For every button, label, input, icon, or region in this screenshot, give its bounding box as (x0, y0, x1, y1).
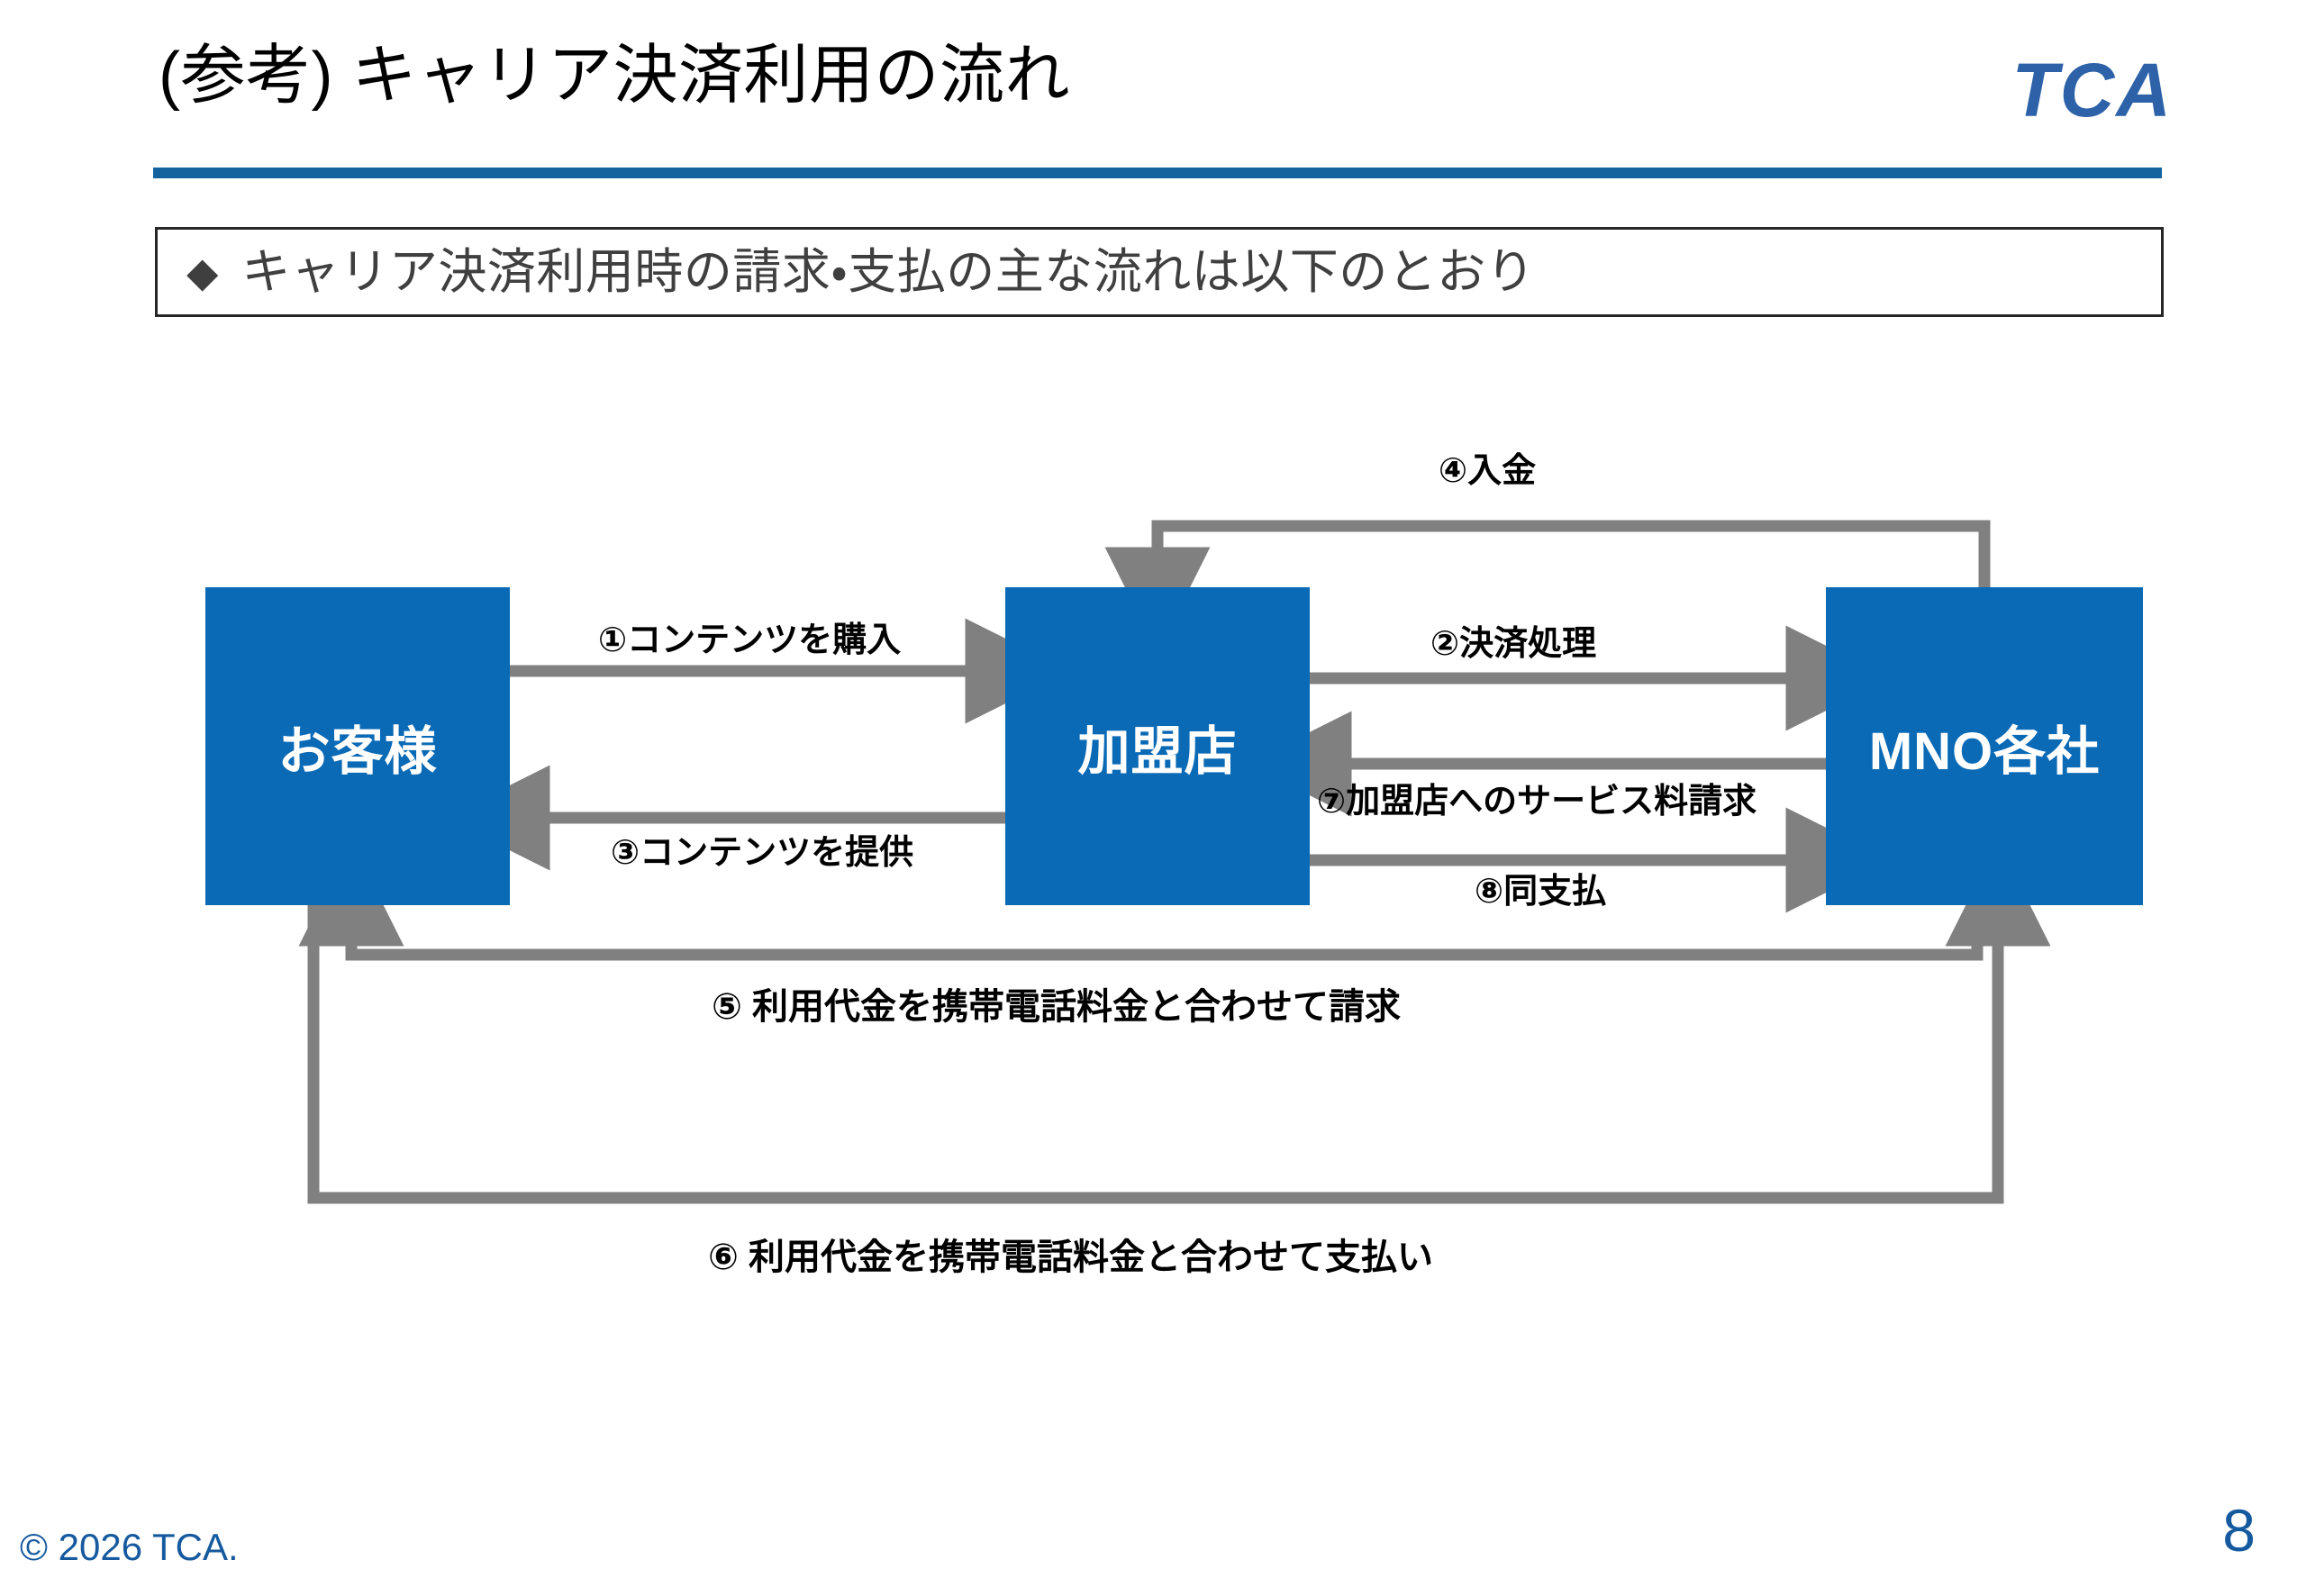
node-customer[interactable]: お客様 (205, 587, 510, 905)
copyright-text: © 2026 TCA. (20, 1526, 239, 1568)
subtitle-text: キャリア決済利用時の請求・支払の主な流れは以下のとおり (241, 245, 1536, 299)
flow-label-8: ⑧同支払 (1475, 873, 1607, 911)
arrow-flow-5 (298, 840, 1984, 961)
flow-label-1: ①コンテンツを購入 (598, 621, 902, 659)
arrow-flow-6 (307, 840, 2051, 1204)
title-underline-rule (153, 168, 2162, 178)
tca-logo: TCA (2011, 48, 2173, 132)
flow-label-6: ⑥ 利用代金を携帯電話料金と合わせて支払い (708, 1238, 1433, 1277)
subtitle-content: ◆ キャリア決済利用時の請求・支払の主な流れは以下のとおり (186, 248, 1535, 296)
flow-label-7: ⑦加盟店へのサービス料請求 (1317, 783, 1757, 821)
subtitle-banner: ◆ キャリア決済利用時の請求・支払の主な流れは以下のとおり (155, 227, 2164, 317)
node-merchant[interactable]: 加盟店 (1005, 587, 1310, 905)
flow-label-2: ②決済処理 (1430, 625, 1597, 663)
node-merchant-label: 加盟店 (1077, 721, 1238, 781)
flow-label-5: ⑤ 利用代金を携帯電話料金と合わせて請求 (712, 987, 1401, 1027)
node-mno[interactable]: MNO各社 (1826, 587, 2143, 905)
flow-label-4: ④入金 (1439, 452, 1537, 490)
page-title: (参考) キャリア決済利用の流れ (159, 40, 1070, 112)
node-mno-label: MNO各社 (1868, 721, 2101, 781)
node-customer-label: お客様 (277, 721, 438, 781)
diamond-bullet-icon: ◆ (186, 249, 219, 295)
page-number: 8 (2222, 1497, 2256, 1564)
arrow-flow-4 (1104, 520, 1991, 653)
flow-label-3: ③コンテンツを提供 (611, 834, 914, 872)
